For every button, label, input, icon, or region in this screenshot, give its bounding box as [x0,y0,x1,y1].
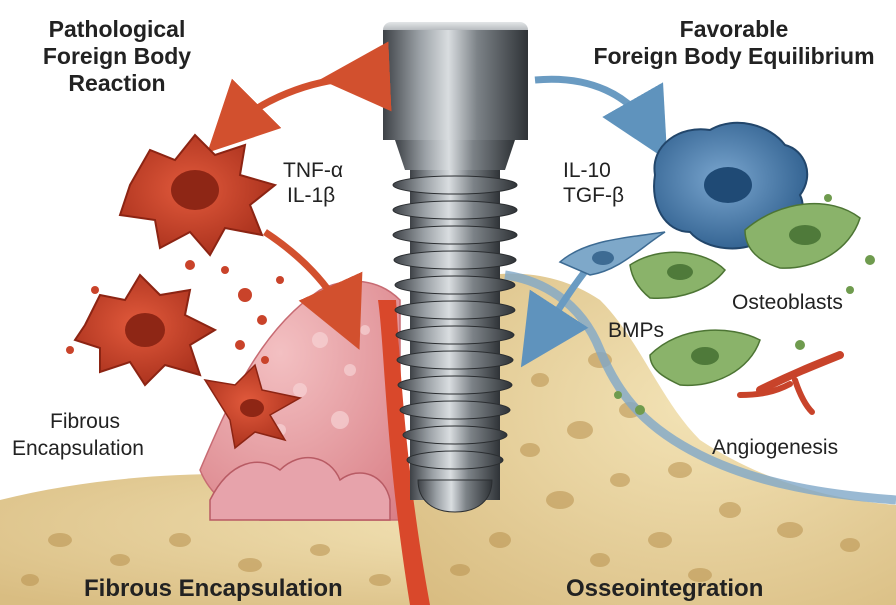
macrophage-m1-icon [120,135,275,255]
angiogenesis-label: Angiogenesis [712,436,838,460]
left-title-line-1: Pathological [22,16,212,43]
bottom-left-caption: Fibrous Encapsulation [84,575,343,603]
cytokine-il-1-beta: IL-1β [283,183,343,208]
osteoblast-cell-icon [630,252,725,298]
right-title: Favorable Foreign Body Equilibrium [574,16,894,70]
right-title-line-2: Foreign Body Equilibrium [574,43,894,70]
cytokine-tnf-alpha: TNF-α [283,158,343,183]
fibrous-label-line-2: Encapsulation [12,435,144,462]
left-title-line-2: Foreign Body [22,43,212,70]
bmps-label: BMPs [608,319,664,343]
bottom-right-caption: Osseointegration [566,575,763,603]
cytokine-tgf-beta: TGF-β [563,183,624,208]
arrow-implant-to-inflammation [232,78,355,128]
right-title-line-1: Favorable [574,16,894,43]
proinflammatory-cytokines: TNF-α IL-1β [283,158,343,208]
antiinflammatory-cytokines: IL-10 TGF-β [563,158,624,208]
cytokine-il-10: IL-10 [563,158,624,183]
blood-vessel-icon [740,355,840,412]
arrow-implant-to-healing [535,79,650,130]
fibrous-label-line-1: Fibrous [12,408,144,435]
left-title-line-3: Reaction [22,70,212,97]
osteoblast-cell-icon [650,330,760,385]
fibrous-encapsulation-label: Fibrous Encapsulation [12,408,144,462]
osteoblasts-label: Osteoblasts [732,291,843,315]
left-title: Pathological Foreign Body Reaction [22,16,212,97]
